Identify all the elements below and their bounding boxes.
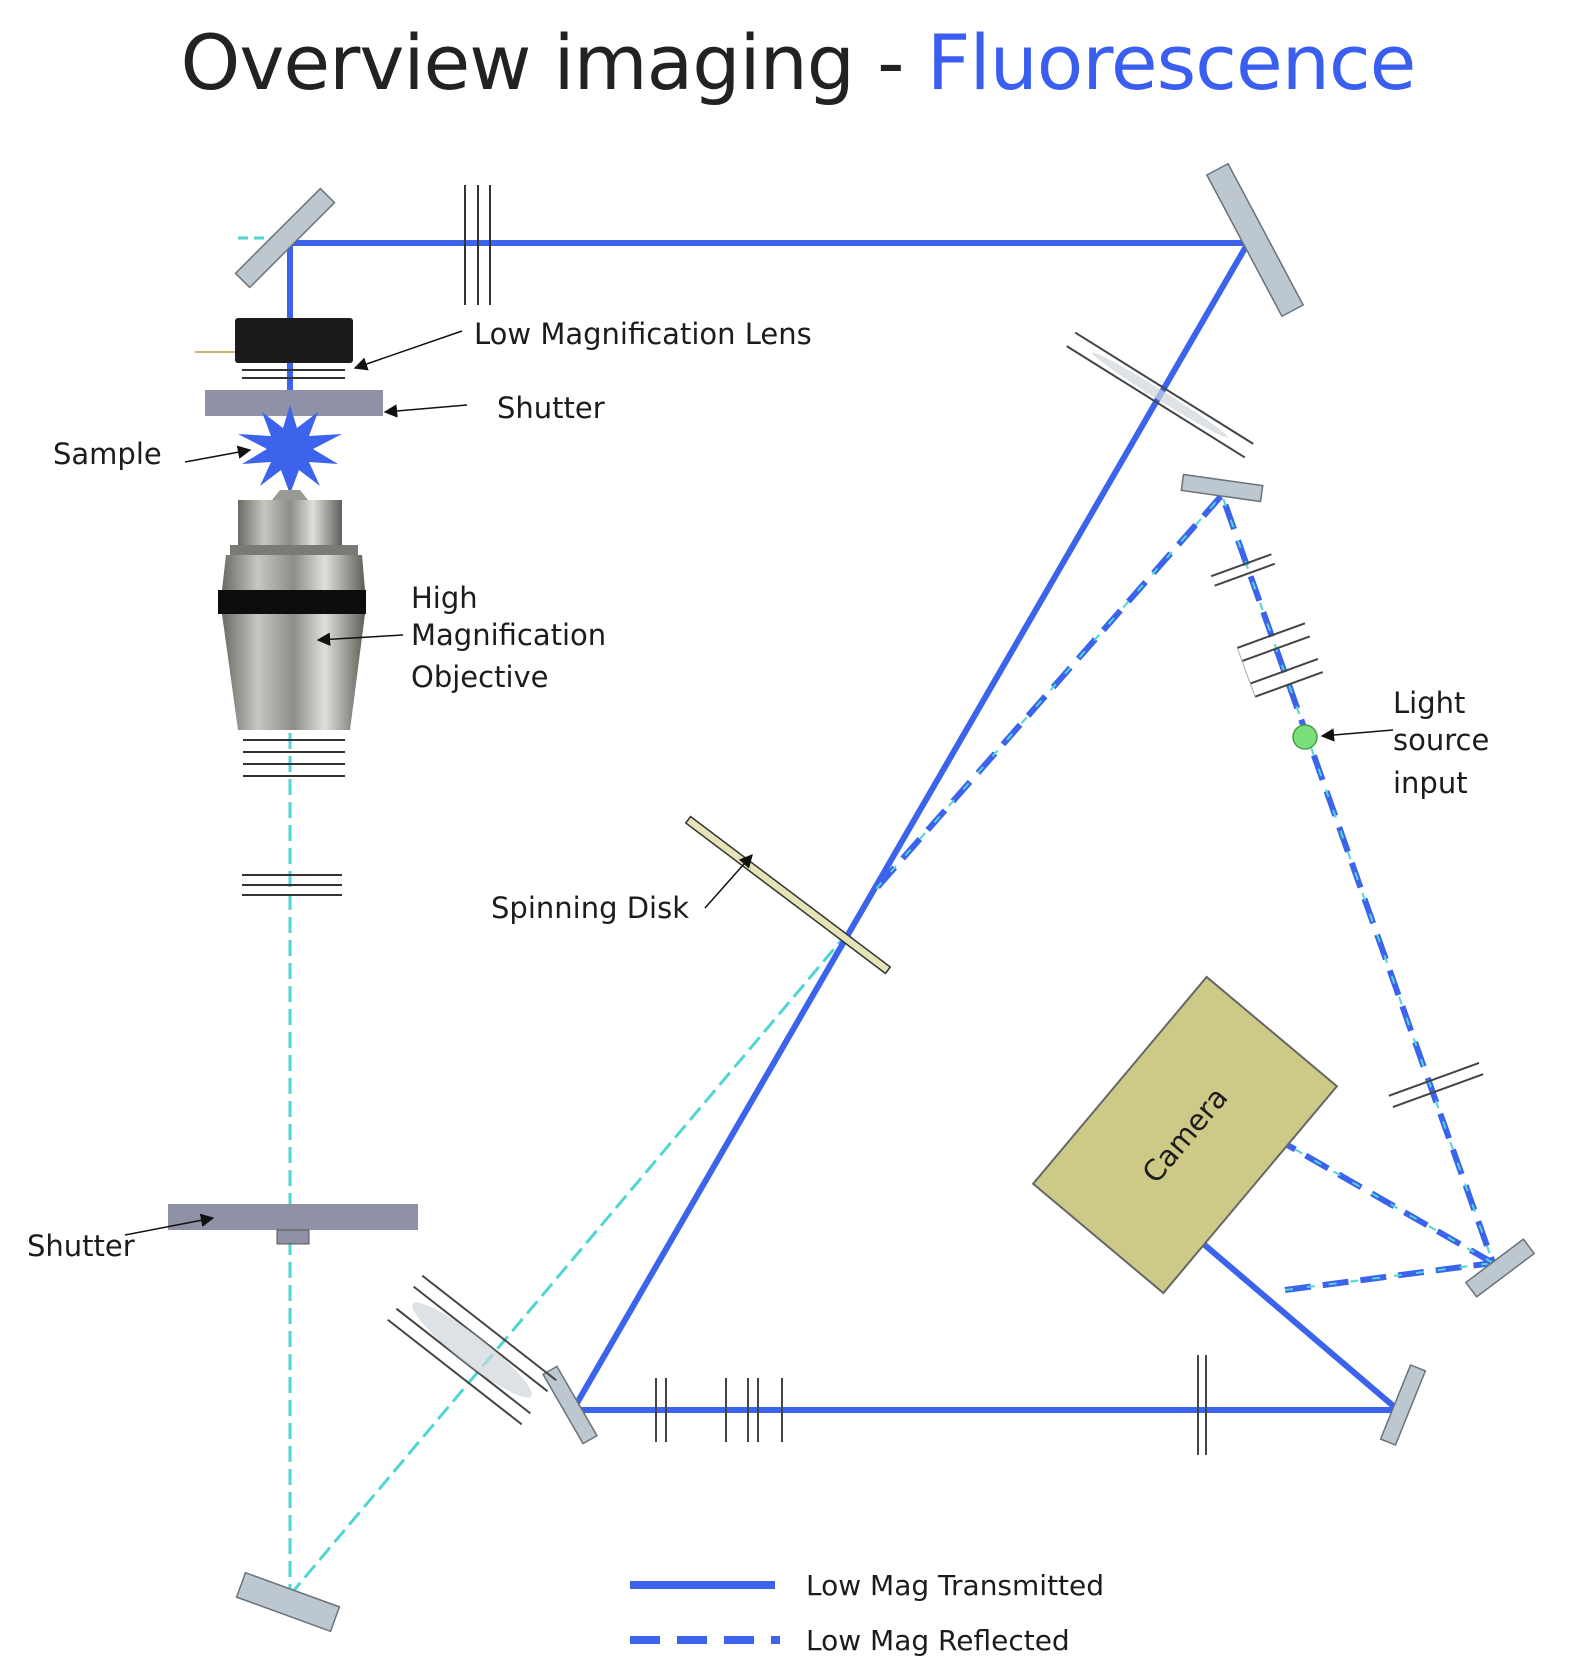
light-source-label-line3: input (1393, 766, 1468, 800)
light-source-label-line1: Light (1393, 686, 1465, 720)
high-mag-label-line2: Magnification (411, 618, 606, 652)
mirror-mid-right (1180, 473, 1264, 503)
high-mag-label-line1: High (411, 581, 478, 615)
lens-bottom-left (387, 1274, 557, 1426)
light-source-dot (1292, 724, 1318, 750)
mirror-bottom-left (235, 1571, 341, 1633)
legend-transmitted-label: Low Mag Transmitted (806, 1569, 1104, 1602)
lens-group-right (1236, 622, 1324, 698)
mirror-top-left (234, 187, 336, 289)
sample-icon (238, 405, 342, 494)
mirror-bottom-corner-left (542, 1365, 598, 1445)
high-mag-label-line3: Objective (411, 660, 549, 694)
lens-diagonal-top (1066, 331, 1254, 459)
lens-lower-column (242, 874, 342, 896)
low-mag-lens (195, 318, 353, 379)
sample-label: Sample (53, 437, 162, 471)
lens-small-2 (1388, 1062, 1484, 1108)
title-accent: Fluorescence (926, 18, 1417, 107)
title-main: Overview imaging - (180, 18, 927, 107)
spinning-disk-shape (684, 815, 892, 975)
beam-transmitted (287, 240, 1407, 1413)
leader-arrows (124, 330, 1394, 1236)
camera-box: Camera (1031, 975, 1339, 1295)
legend: Low Mag Transmitted Low Mag Reflected (630, 1569, 1104, 1657)
lens-small-1 (1210, 553, 1276, 587)
legend-reflected-label: Low Mag Reflected (806, 1624, 1070, 1657)
lens-top (464, 185, 491, 305)
high-mag-objective (218, 490, 366, 777)
lens-bottom-row (655, 1355, 1207, 1455)
mirror-bottom-corner-right (1379, 1363, 1427, 1447)
page-title: Overview imaging - Fluorescence (0, 18, 1596, 107)
beam-reflected (872, 489, 1498, 1293)
shutter-top-label: Shutter (497, 391, 605, 425)
mirror-bottom-right (1464, 1238, 1536, 1298)
shutter-bottom-label: Shutter (27, 1229, 135, 1263)
low-mag-lens-label: Low Magnification Lens (474, 317, 812, 351)
spinning-disk-label: Spinning Disk (491, 891, 689, 925)
shutter-top-shape (205, 390, 383, 416)
shutter-bottom-shape (168, 1204, 418, 1245)
light-source-label-line2: source (1393, 723, 1489, 757)
mirror-top-right (1205, 162, 1305, 318)
